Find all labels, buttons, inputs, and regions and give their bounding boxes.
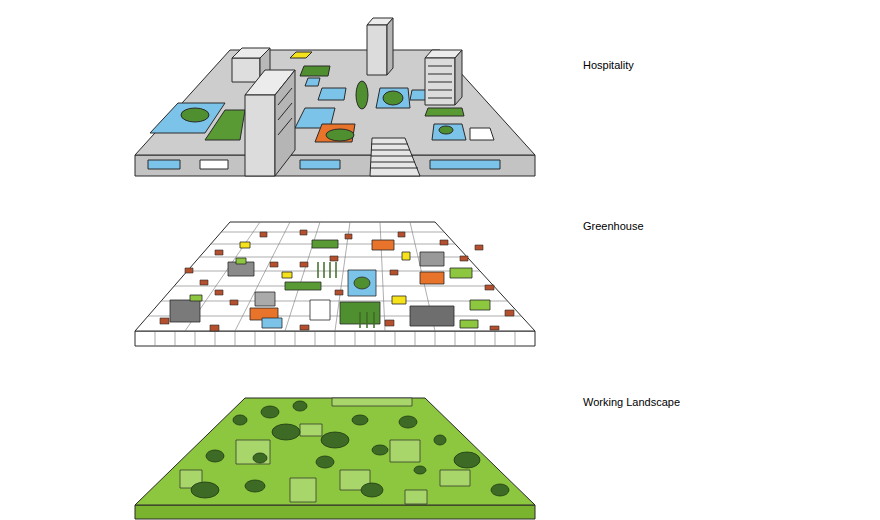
section-label: Working Landscape: [583, 396, 680, 409]
section-label: Hospitality: [583, 59, 634, 72]
hospitality-slab: [135, 18, 535, 176]
working-landscape-slab: [135, 398, 535, 519]
greenhouse-slab: [135, 222, 535, 346]
section-label: Greenhouse: [583, 220, 644, 233]
